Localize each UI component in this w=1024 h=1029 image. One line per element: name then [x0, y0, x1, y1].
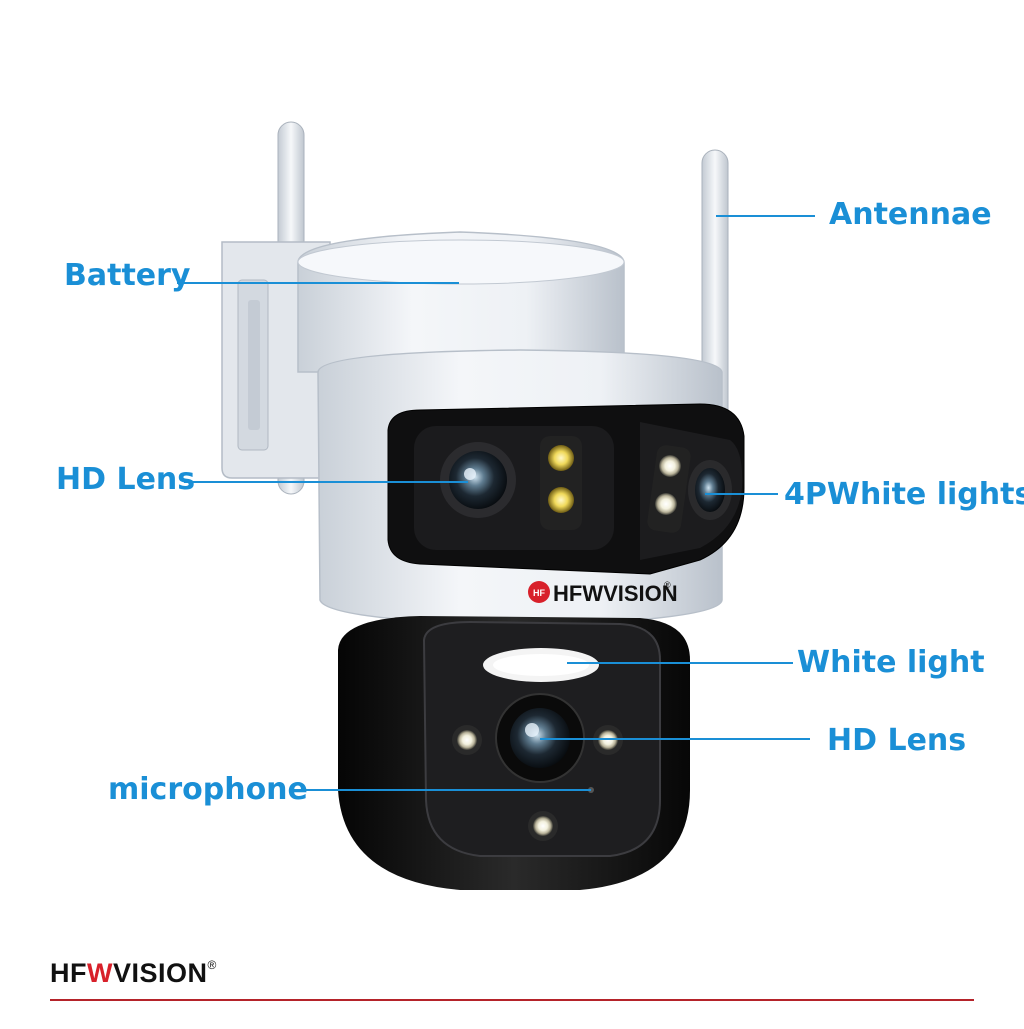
camera-logo: HF HFWVISION ®: [528, 580, 678, 606]
side-hd-lens: [688, 460, 732, 520]
label-hd-lens-lower: HD Lens: [827, 723, 967, 758]
camera-logo-text: HFWVISION: [553, 581, 678, 606]
lower-led-bottom: [528, 811, 558, 841]
label-white-light: White light: [797, 645, 985, 680]
footer-brand-part1: HF: [50, 958, 87, 988]
battery-dome: [297, 231, 625, 373]
footer-brand-part2: W: [87, 958, 113, 988]
upper-led-pair: [540, 436, 582, 530]
lower-led-left: [452, 725, 482, 755]
camera-logo-mark: HF: [533, 588, 545, 598]
label-antennae: Antennae: [829, 197, 992, 232]
footer-brand-registered: ®: [207, 958, 217, 972]
label-hd-lens-upper: HD Lens: [56, 462, 196, 497]
label-battery: Battery: [64, 258, 191, 293]
label-microphone: microphone: [108, 772, 308, 807]
side-led-pair: [647, 445, 691, 533]
white-light-bar: [483, 648, 599, 682]
footer-brand-logo: HFWVISION®: [50, 958, 217, 989]
upper-hd-lens: [440, 442, 516, 518]
camera-logo-registered: ®: [664, 580, 671, 590]
footer-brand-part3: VISION: [112, 958, 208, 988]
footer-divider: [50, 999, 974, 1001]
label-4p-white-lights: 4PWhite lights: [784, 477, 1024, 512]
